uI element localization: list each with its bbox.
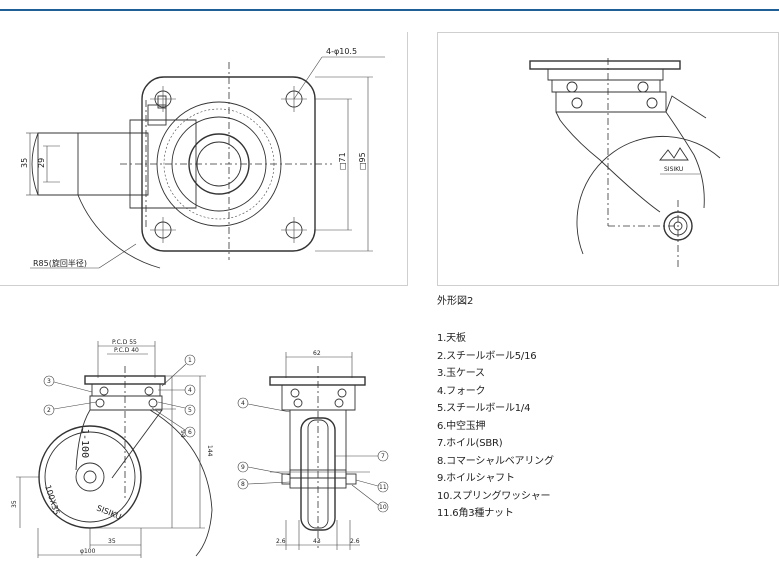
pcd55-label: P.C.D 55 xyxy=(112,339,137,346)
diameter-label: φ100 xyxy=(80,548,96,555)
parts-list: 1.天板 2.スチールボール5/16 3.玉ケース 4.フォーク 5.スチールボ… xyxy=(437,330,554,523)
callout-2: 2 xyxy=(47,407,51,414)
brand-label: SISIKU xyxy=(95,504,122,522)
wheel-label: J-100 xyxy=(79,428,90,458)
dim-43-label: 43 xyxy=(313,538,321,545)
dim-35-left-label: 35 xyxy=(11,500,18,508)
front-section-drawing xyxy=(16,341,213,558)
callout-3: 3 xyxy=(47,378,51,385)
parts-list-item: 7.ホイル(SBR) xyxy=(437,438,503,449)
callout-6: 6 xyxy=(188,429,192,436)
callout-4: 4 xyxy=(188,387,192,394)
top-rule xyxy=(0,0,779,11)
dim-71-label: □71 xyxy=(338,152,347,170)
parts-list-item: 4.フォーク xyxy=(437,385,486,397)
swivel-radius-label: R85(旋回半径) xyxy=(33,258,87,268)
parts-list-item: 8.コマーシャルベアリング xyxy=(437,455,554,467)
callout-10: 10 xyxy=(379,504,387,511)
side-view-drawing xyxy=(529,58,721,268)
top-view-drawing xyxy=(26,56,385,269)
parts-list-item: 2.スチールボール5/16 xyxy=(437,350,537,362)
callout-9: 9 xyxy=(241,464,245,471)
parts-list-item: 9.ホイルシャフト xyxy=(437,473,515,484)
end-view-drawing xyxy=(237,352,389,550)
tire-label: 100X35 xyxy=(43,484,61,516)
dim-35-bottom-label: 35 xyxy=(108,538,116,545)
parts-list-item: 11.6角3種ナット xyxy=(437,508,514,519)
callout-8: 8 xyxy=(241,481,245,488)
callout-4-end: 4 xyxy=(241,400,245,407)
callout-11: 11 xyxy=(379,484,387,491)
callout-7: 7 xyxy=(381,453,385,460)
parts-list-item: 6.中空玉押 xyxy=(437,420,486,432)
callout-1: 1 xyxy=(188,357,192,364)
dim-95-label: □95 xyxy=(358,152,367,170)
figure-caption: 外形図2 xyxy=(437,296,474,307)
dim-2-6-left-label: 2.6 xyxy=(276,538,286,545)
parts-list-item: 5.スチールボール1/4 xyxy=(437,403,531,414)
pcd40-label: P.C.D 40 xyxy=(114,347,139,354)
dim-2-6-right-label: 2.6 xyxy=(350,538,360,545)
brand-mark: SISIKU xyxy=(664,166,683,173)
dim-35-label: 35 xyxy=(20,158,29,168)
height-144-label: 144 xyxy=(206,445,213,457)
dim-29-label: 29 xyxy=(37,158,46,168)
height-94-label: 94 xyxy=(179,430,186,438)
callout-5: 5 xyxy=(188,407,192,414)
parts-list-item: 10.スプリングワッシャー xyxy=(437,490,551,502)
hole-note-label: 4-φ10.5 xyxy=(326,47,357,56)
parts-list-item: 1.天板 xyxy=(437,333,466,344)
width-62-label: 62 xyxy=(313,350,321,357)
top-view-panel xyxy=(0,32,408,286)
parts-list-item: 3.玉ケース xyxy=(437,368,485,379)
